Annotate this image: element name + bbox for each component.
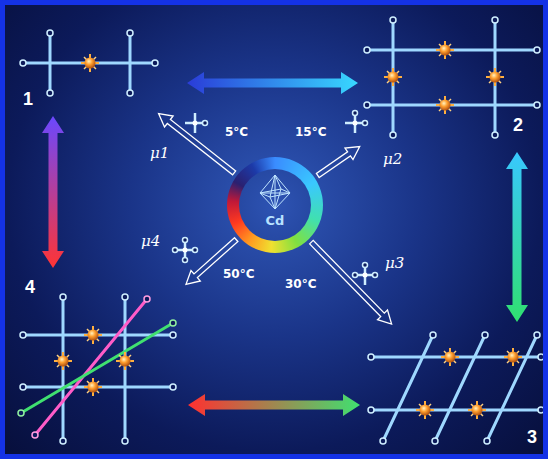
temperature-arrow (316, 147, 359, 178)
temperature-label: 15°C (295, 125, 327, 139)
framework-2 (367, 20, 537, 135)
transformation-arrow (42, 116, 64, 268)
structure-number: 3 (527, 427, 537, 447)
temperature-label: 50°C (223, 267, 255, 281)
structure-number: 4 (25, 277, 35, 297)
framework-node: 2 (363, 17, 543, 147)
transformation-arrow (188, 394, 360, 416)
framework-node: 1 (17, 23, 182, 111)
metal-ring-node: Cd (227, 157, 323, 253)
temperature-arrow (310, 240, 392, 324)
coordination-mode-icons (173, 111, 378, 286)
temperature-arrow (159, 114, 236, 175)
coordination-mode-label: μ1 (150, 145, 169, 162)
temperature-label: 30°C (285, 277, 317, 291)
temperature-label: 5°C (225, 125, 248, 139)
framework-4 (21, 297, 173, 441)
transformation-arrow (506, 152, 528, 322)
structure-number: 1 (23, 89, 33, 109)
coordination-mode-label: μ3 (385, 255, 404, 272)
coordination-mode-label: μ4 (141, 233, 160, 250)
framework-3 (371, 335, 541, 441)
structure-number: 2 (513, 115, 523, 135)
octahedron-symbol (227, 157, 323, 253)
framework-node: 4 (15, 273, 183, 451)
framework-node: 3 (365, 327, 547, 453)
framework-1 (23, 33, 155, 93)
coordination-mode-label: μ2 (383, 151, 402, 168)
metal-label: Cd (266, 213, 285, 228)
transformation-arrow (187, 72, 358, 94)
